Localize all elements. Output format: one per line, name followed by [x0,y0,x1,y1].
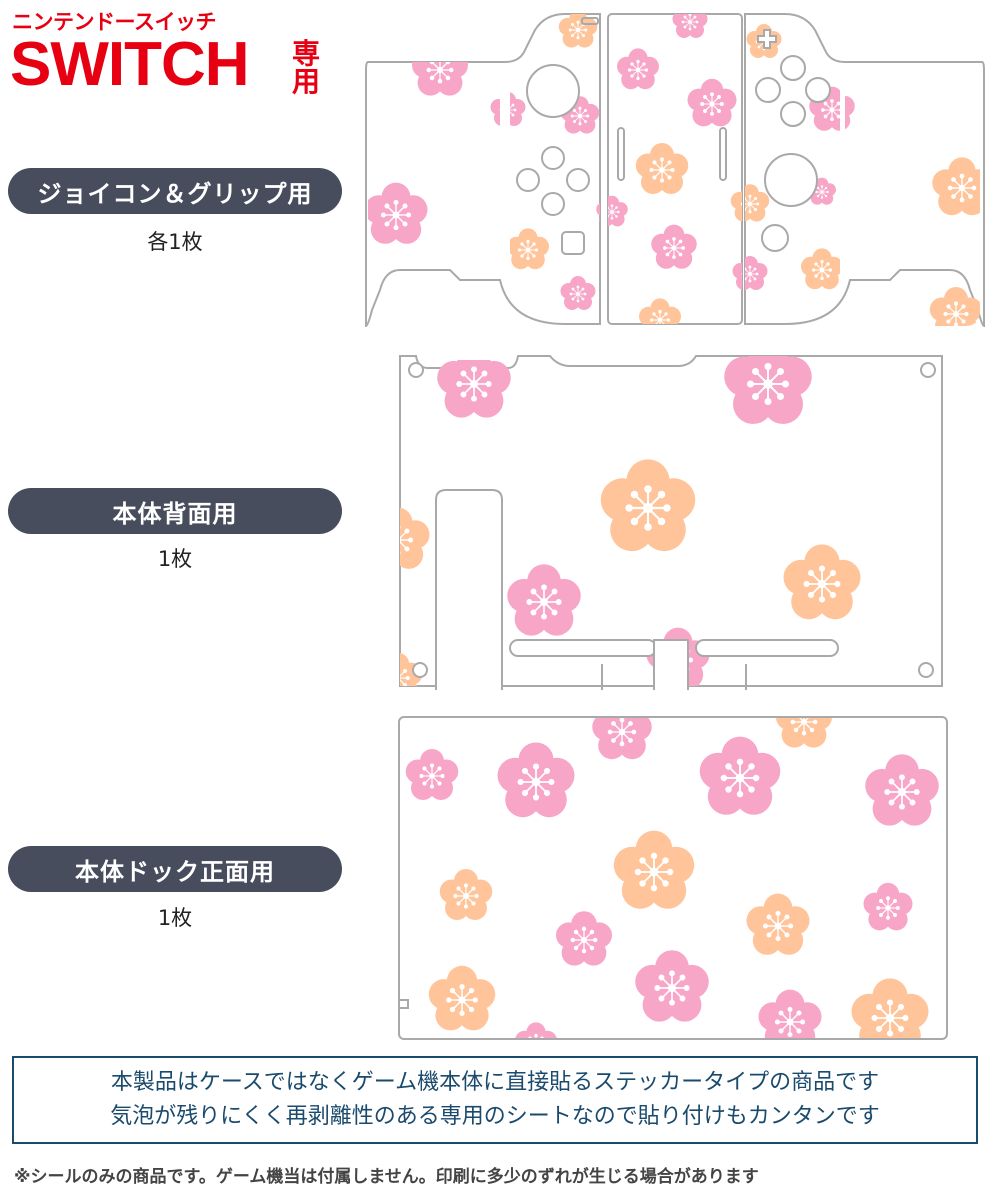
flower-icon [747,894,810,955]
button-cutout [780,101,806,127]
notice-line-2: 気泡が残りにくく再剥離性のある専用のシートなので貼り付けもカンタンです [110,1104,880,1129]
screw-hole [412,662,428,678]
flower-icon [592,701,652,759]
flower-icon [437,346,511,417]
screw-hole [918,662,934,678]
flower-icon [635,950,709,1021]
plus-button-cutout [757,29,777,49]
section-count-dock-front: 1枚 [157,906,193,930]
joycon-grip-sticker [365,13,985,328]
rail-slot-cutout [719,127,727,181]
button-cutout [516,168,540,192]
left-stick-cutout [526,64,580,118]
flower-icon [864,883,913,931]
flower-icon [429,966,496,1031]
right-stick-cutout [764,153,818,207]
flower-icon [412,41,468,95]
notch-cutout [400,999,409,1009]
notice-line-1: 本製品はケースではなくゲーム機本体に直接貼るステッカータイプの商品です [110,1070,880,1095]
flower-icon [556,911,612,965]
kickstand-cutout [435,489,503,690]
flower-icon [406,749,459,800]
product-notice: 本製品はケースではなくゲーム機本体に直接貼るステッカータイプの商品です 気泡が残… [12,1056,978,1144]
section-label-back: 本体背面用 [8,488,342,534]
flower-icon [724,339,812,424]
flower-icon [498,742,575,817]
grip-right-outline [744,13,985,328]
button-cutout [541,146,565,170]
port-cutout [653,639,689,690]
flower-icon [614,831,695,909]
screw-hole [920,362,936,378]
vent-cutout [695,639,839,657]
section-count-back: 1枚 [157,547,193,571]
console-back-sticker [399,355,943,690]
grip-left-outline [365,13,601,328]
button-cutout [780,55,806,81]
minus-button-cutout [581,17,599,25]
brand-title: SWITCH [10,30,250,99]
button-cutout [541,192,565,216]
footnote: ※シールのみの商品です。ゲーム機当は付属しません。印刷に多少のずれが生じる場合が… [14,1167,759,1187]
flower-icon [852,978,929,1053]
button-cutout [755,77,781,103]
vent-cutout [509,639,657,657]
flower-icon [759,990,822,1051]
flower-icon [700,737,781,815]
capture-button-cutout [561,231,585,255]
section-label-joycon-grip: ジョイコン＆グリップ用 [8,168,342,214]
button-cutout [805,77,831,103]
dock-front-sticker [398,716,948,1040]
screw-hole [408,362,424,378]
brand-exclusive: 専用 [292,37,321,98]
section-label-dock-front: 本体ドック正面用 [8,846,342,892]
flower-icon [673,4,708,38]
section-count-joycon-grip: 各1枚 [147,230,203,254]
flower-icon [865,754,939,825]
brand-logo: ニンテンドースイッチ SWITCH 専用 [10,4,350,104]
flower-icon [440,869,493,920]
slit-cutout [601,664,747,690]
button-cutout [566,168,590,192]
brand-subtitle: ニンテンドースイッチ [12,10,216,34]
rail-slot-cutout [617,127,625,181]
flower-icon [776,693,832,747]
home-button-cutout [761,224,789,252]
